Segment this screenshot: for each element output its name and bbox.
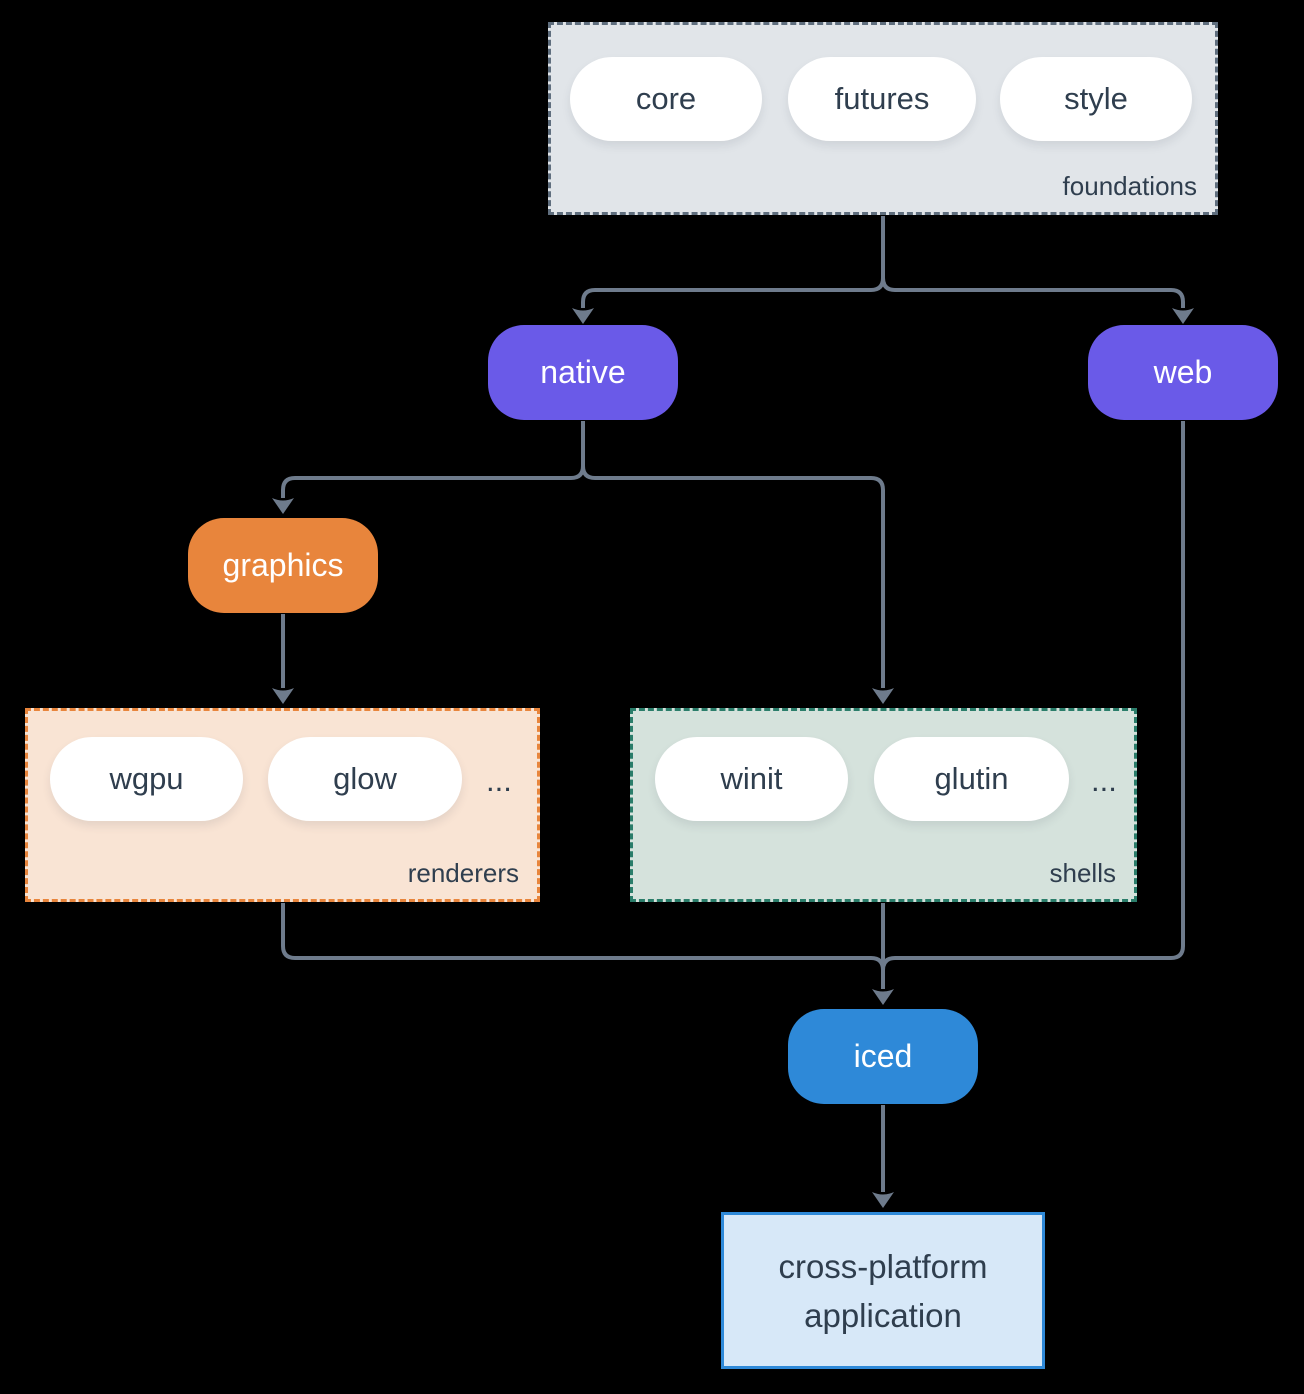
node-futures-label: futures [834,81,930,116]
arrowhead-iced [872,989,894,1005]
node-glutin: glutin [874,737,1069,821]
node-core-label: core [635,81,697,116]
node-application: cross-platform application [721,1212,1045,1369]
node-glow-label: glow [333,761,397,796]
node-graphics-label: graphics [222,547,344,583]
arrowhead-application [872,1192,894,1208]
arrowhead-renderers [272,688,294,704]
application-line1: cross-platform [778,1247,988,1285]
arrowhead-graphics [272,498,294,514]
node-style-label: style [1064,81,1128,116]
node-web-label: web [1153,354,1213,390]
node-glow: glow [268,737,462,821]
node-wgpu-label: wgpu [109,761,184,796]
edge-native-graphics [281,421,585,498]
foundations-group-label: foundations [1062,171,1197,201]
renderers-group: wgpu glow ... renderers [25,708,540,902]
foundations-group: core futures style foundations [548,22,1218,215]
edge-renderers-iced [281,903,885,971]
renderers-ellipsis: ... [486,763,512,798]
arrowhead-shells [872,688,894,704]
node-glutin-label: glutin [934,761,1009,796]
node-graphics: graphics [188,518,378,613]
edge-foundations-web [881,216,1185,308]
renderers-group-label: renderers [407,858,519,888]
application-line2: application [804,1296,962,1334]
node-winit: winit [655,737,848,821]
shells-ellipsis: ... [1091,763,1117,798]
node-style: style [1000,57,1192,141]
node-futures: futures [788,57,976,141]
edge-native-shells [581,421,885,688]
shells-group: winit glutin ... shells [630,708,1137,902]
node-native-label: native [540,354,626,390]
node-iced-label: iced [853,1038,913,1074]
arrowhead-native [572,308,594,324]
node-wgpu: wgpu [50,737,243,821]
node-winit-label: winit [720,761,783,796]
arrowhead-web [1172,308,1194,324]
edge-foundations-native [581,216,885,308]
shells-group-label: shells [1049,858,1116,888]
node-iced: iced [788,1009,978,1104]
node-core: core [570,57,762,141]
node-native: native [488,325,678,420]
node-web: web [1088,325,1278,420]
